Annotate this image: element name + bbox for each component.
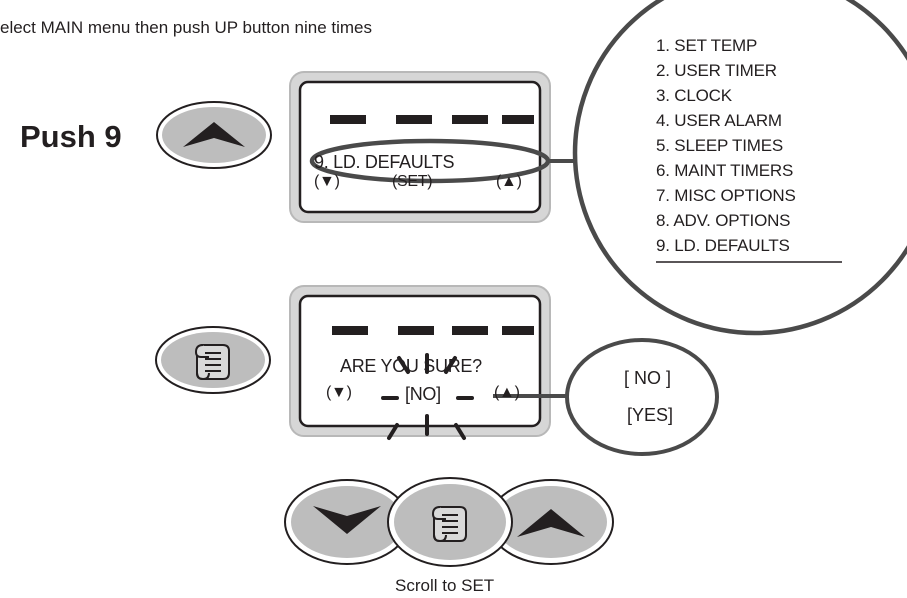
option-no: [ NO ] <box>624 368 672 388</box>
scroll-icon <box>432 506 467 542</box>
lcd2-no-value: [NO] <box>405 384 441 404</box>
options-ellipse <box>565 338 719 456</box>
menu-item-sleep-times: 5. SLEEP TIMES <box>656 136 783 155</box>
scroll-icon <box>195 344 230 380</box>
menu-item-set-temp: 1. SET TEMP <box>656 36 758 55</box>
lcd2-prompt: ARE YOU SURE? <box>340 356 482 376</box>
menu-item-maint-timers: 6. MAINT TIMERS <box>656 161 794 180</box>
caption: Scroll to SET <box>395 576 495 595</box>
menu-item-ld-defaults: 9. LD. DEFAULTS <box>656 236 790 255</box>
menu-item-user-alarm: 4. USER ALARM <box>656 111 782 130</box>
menu-zoom-circle <box>572 0 907 336</box>
down-arrow-icon <box>313 506 381 534</box>
menu-item-misc-options: 7. MISC OPTIONS <box>656 186 796 205</box>
up-arrow-icon <box>517 509 585 537</box>
menu-item-user-timer: 2. USER TIMER <box>656 61 777 80</box>
up-button-2[interactable] <box>488 479 614 565</box>
lcd1-set-key: (SET) <box>392 173 433 190</box>
up-arrow-icon <box>183 122 245 147</box>
instruction-text: elect MAIN menu then push UP button nine… <box>0 18 372 37</box>
up-button-1[interactable] <box>156 101 272 169</box>
set-button-1[interactable] <box>155 326 271 394</box>
lcd2-down-key: (▼) <box>326 384 352 401</box>
lcd1-menu-line: 9. LD. DEFAULTS <box>314 152 455 172</box>
option-yes: [YES] <box>627 405 674 425</box>
menu-item-adv-options: 8. ADV. OPTIONS <box>656 211 791 230</box>
set-button-2[interactable] <box>387 477 513 567</box>
lcd2-up-key: (▲) <box>494 384 520 401</box>
lcd-screen-2 <box>289 285 551 437</box>
menu-item-clock: 3. CLOCK <box>656 86 732 105</box>
blink-rays <box>381 353 474 440</box>
lcd1-down-key: (▼) <box>314 173 340 190</box>
lcd1-up-key: (▲) <box>496 173 522 190</box>
push-count-label: Push 9 <box>20 119 122 154</box>
